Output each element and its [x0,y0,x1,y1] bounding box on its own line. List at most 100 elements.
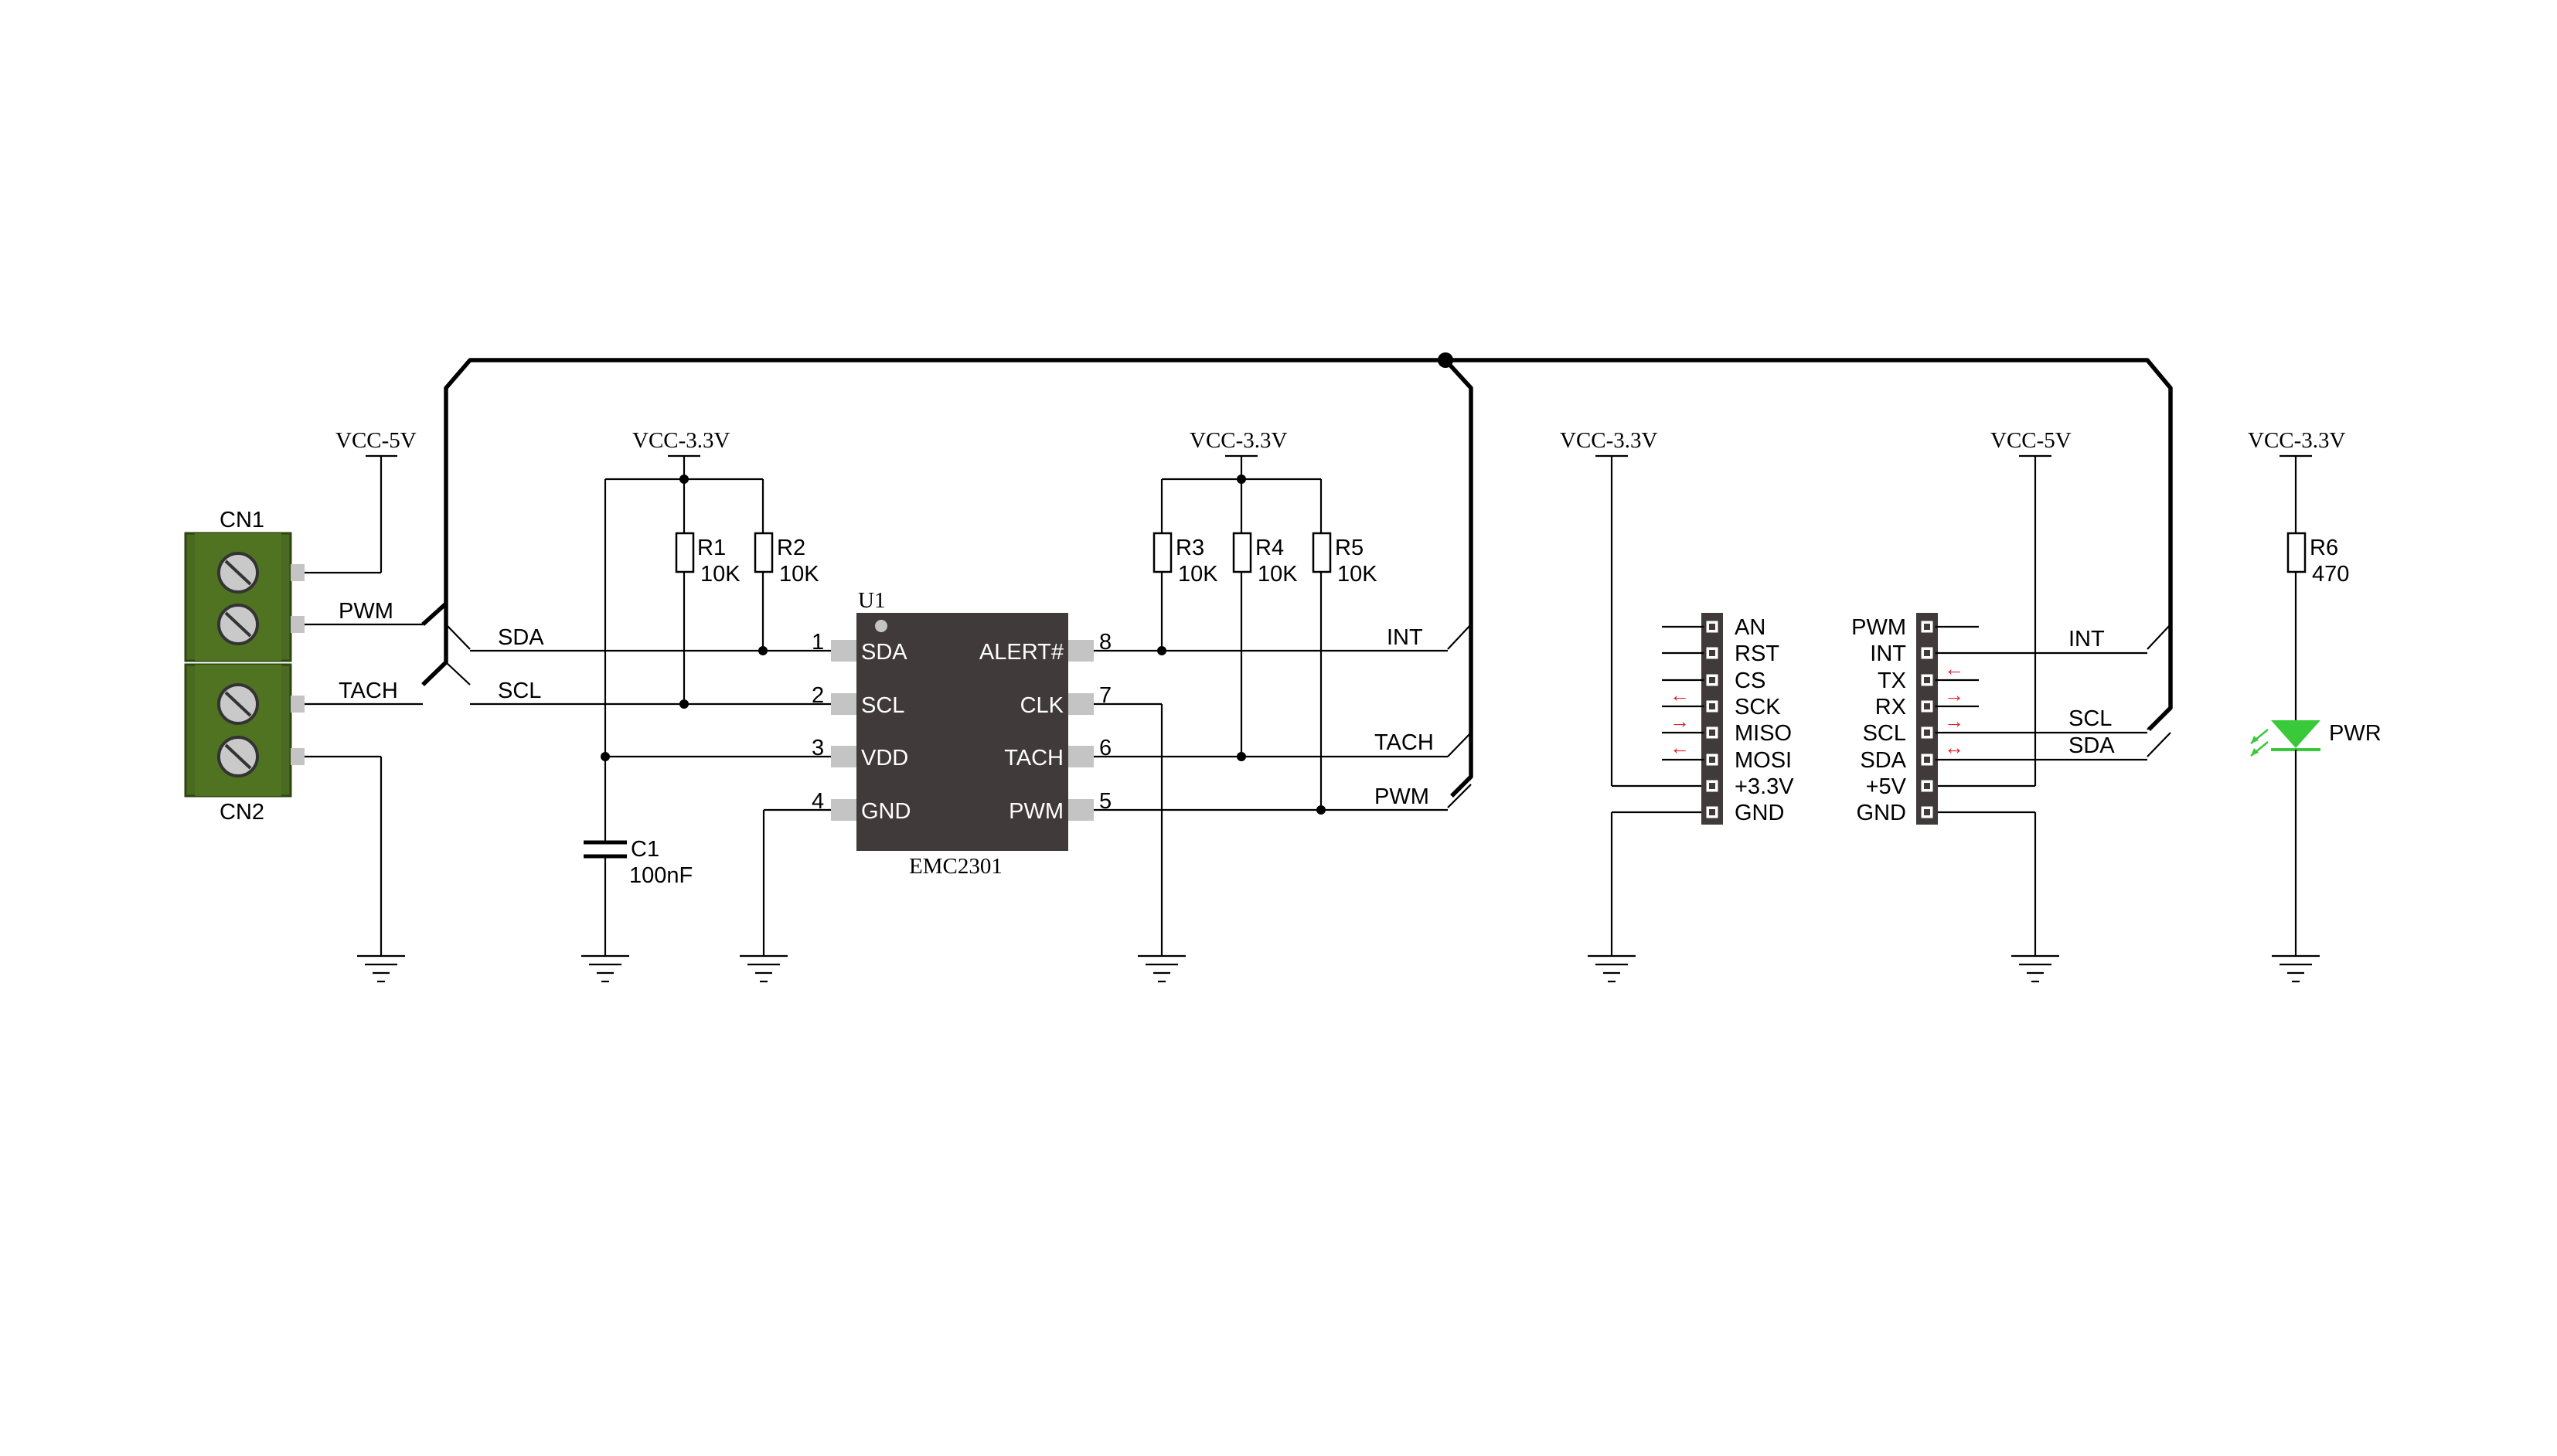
chip-u1: U1 1 2 3 4 SDA SCL VDD GND ALERT# CLK TA… [812,588,1112,879]
cn2-pin [291,748,305,765]
header2-label: GND [1857,801,1906,825]
arrow-right-icon: → [1670,709,1690,733]
resistor-r5 [1312,532,1332,573]
pin-name-alert: ALERT# [979,640,1064,665]
resistor-r2 [754,532,774,573]
u1-power-and-pullups: VCC-3.3V R1 10K R2 10K C1 100nF [581,428,819,983]
r2-name: R2 [777,536,805,560]
r6-value: 470 [2312,562,2349,587]
header1-pins [1704,618,1721,821]
r4-name: R4 [1255,536,1284,560]
cn1-pin [291,616,305,633]
header1-label: AN [1735,615,1765,640]
pin-num-3: 3 [812,736,824,760]
pin-name-tach: TACH [1004,746,1064,771]
pin-name-scl: SCL [861,693,904,718]
net-int: INT [1387,625,1423,650]
c1-value: 100nF [629,863,693,888]
u1-ref: U1 [858,588,885,613]
led-icon [2271,720,2320,748]
cn1-pin [291,564,305,581]
header2-label: +5V [1866,774,1907,799]
right-pullups: VCC-3.3V R3 10K R4 10K R5 10K [1094,428,1448,983]
net-tach-left: TACH [339,679,398,703]
header2-label: SCL [1863,721,1906,746]
net-pwm-left: PWM [339,599,393,624]
header1-label: RST [1735,641,1779,666]
header1-label: CS [1735,668,1765,693]
arrow-right-icon: → [1944,709,1964,733]
pin-name-gnd: GND [861,799,911,824]
header2-label: RX [1875,695,1906,719]
r5-name: R5 [1335,536,1364,560]
pin-name-sda: SDA [861,640,907,665]
cn-wiring: VCC-5V PWM TACH [305,428,423,983]
r1-value: 10K [700,562,741,587]
pin-name-vdd: VDD [861,746,908,771]
header1-label: MOSI [1735,748,1792,773]
net-sda: SDA [498,625,544,650]
bus-junction [1438,352,1453,368]
header2-label: SDA [1860,748,1906,773]
pin-num-8: 8 [1099,630,1112,655]
resistor-r1 [675,532,695,573]
r5-value: 10K [1337,562,1377,587]
pin-name-clk: CLK [1020,693,1064,718]
vcc33-hdr1-label: VCC-3.3V [1560,428,1658,453]
terminal-cn2 [184,663,305,798]
terminal-cn1 [184,532,305,662]
header2-pins [1919,618,1936,821]
pin-num-4: 4 [812,789,824,814]
c1-name: C1 [631,837,659,862]
pin-num-1: 1 [812,630,824,655]
r6-name: R6 [2310,536,2338,560]
header1-label: +3.3V [1735,774,1794,799]
vcc33-pullup-label: VCC-3.3V [1190,428,1288,453]
arrow-left-icon: ← [1670,736,1690,759]
vcc5v-label: VCC-5V [335,428,417,453]
pin-num-5: 5 [1099,789,1112,814]
u1-left-nets: SDA SCL [470,625,831,983]
led-section: VCC-3.3V R6 470 PWR [2248,428,2382,983]
r3-value: 10K [1178,562,1218,587]
pin-num-2: 2 [812,683,824,708]
header1-label: GND [1735,801,1784,825]
header1-label: SCK [1735,695,1781,719]
pin-num-6: 6 [1099,736,1112,760]
r2-value: 10K [779,562,819,587]
net-tach: TACH [1374,730,1434,755]
arrow-left-icon: ← [1944,657,1964,680]
cn2-label: CN2 [220,800,264,825]
net-pwm: PWM [1374,784,1429,809]
header2-label: PWM [1851,615,1906,640]
arrow-right-icon: → [1944,683,1964,706]
net-sda-right: SDA [2068,733,2115,758]
header1-label: MISO [1735,721,1792,746]
chip-body [856,613,1068,851]
cn2-pin [291,696,305,713]
net-int-right: INT [2068,627,2105,651]
header2-label: INT [1870,641,1906,666]
vcc33-u1-label: VCC-3.3V [632,428,730,453]
i2c-bus [421,352,2173,808]
resistor-r6 [2286,532,2307,573]
cn1-label: CN1 [220,508,264,532]
net-scl-right: SCL [2068,706,2112,731]
resistor-r4 [1232,532,1252,573]
pin-num-7: 7 [1099,683,1112,708]
pin1-dot [875,620,887,632]
r1-name: R1 [697,536,726,560]
vcc33-led-label: VCC-3.3V [2248,428,2346,453]
resistor-r3 [1153,532,1173,573]
arrow-left-icon: ← [1670,683,1690,706]
led-label: PWR [2329,721,2382,746]
r3-name: R3 [1176,536,1204,560]
arrow-both-icon: ↔ [1944,736,1964,759]
net-scl: SCL [498,679,541,703]
r4-value: 10K [1258,562,1298,587]
